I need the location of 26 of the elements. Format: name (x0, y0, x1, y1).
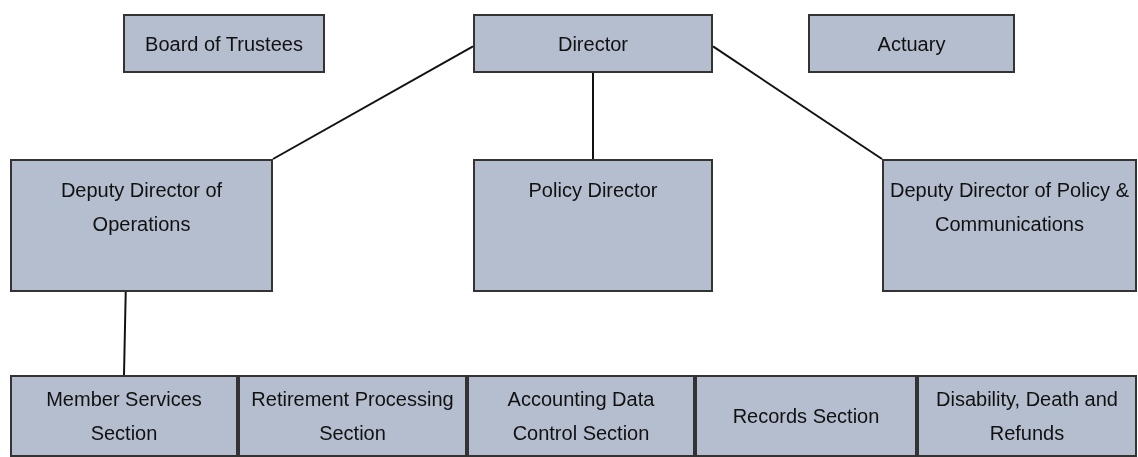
org-box (808, 14, 1015, 73)
org-box (10, 375, 238, 457)
connector-line (712, 45, 883, 160)
org-box (123, 14, 325, 73)
connector-line (272, 45, 474, 160)
box-label: Deputy Director of Policy & Communications (889, 178, 1130, 237)
box-label: Member Services Section (45, 387, 203, 446)
org-box (238, 375, 467, 457)
box-label: Policy Director (528, 178, 658, 203)
box-label: Actuary (877, 31, 946, 57)
org-box (10, 159, 273, 292)
box-label: Accounting Data Control Section (506, 387, 656, 446)
box-label: Director (558, 31, 628, 57)
connector-line (592, 72, 594, 160)
box-label: Records Section (732, 404, 880, 429)
connector-line (123, 291, 127, 376)
org-box (473, 159, 713, 292)
box-label: Board of Trustees (145, 31, 303, 57)
org-box (467, 375, 695, 457)
org-box (473, 14, 713, 73)
org-box (695, 375, 917, 457)
org-box (917, 375, 1137, 457)
box-label: Deputy Director of Operations (59, 178, 224, 237)
box-label: Disability, Death and Refunds (935, 387, 1119, 446)
org-box (882, 159, 1137, 292)
box-label: Retirement Processing Section (250, 387, 455, 446)
